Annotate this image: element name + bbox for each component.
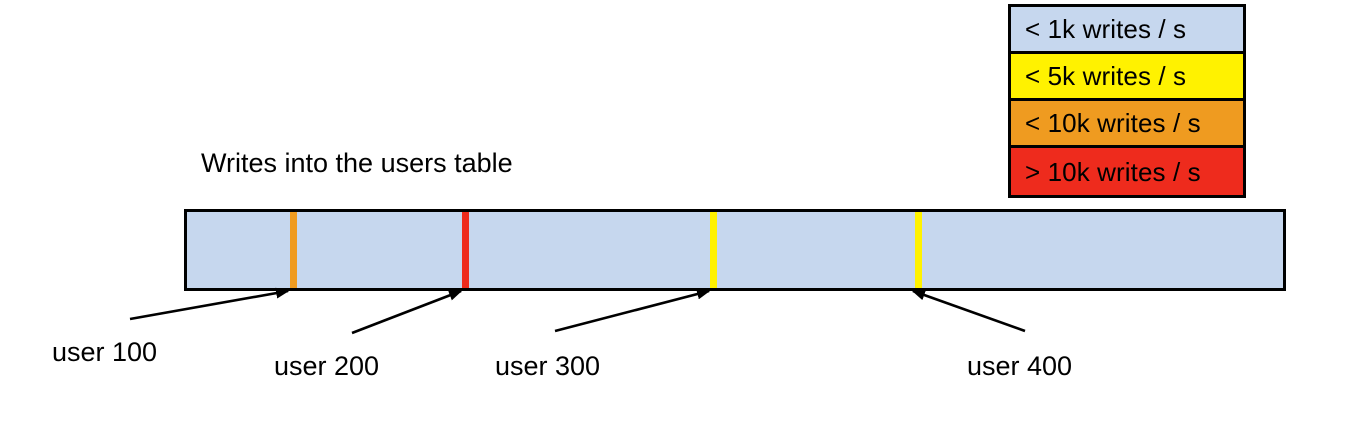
chart-title: Writes into the users table bbox=[201, 148, 513, 178]
legend: < 1k writes / s < 5k writes / s < 10k wr… bbox=[1008, 4, 1246, 198]
arrow-user-100 bbox=[129, 287, 290, 321]
arrow-user-200 bbox=[351, 289, 463, 335]
legend-label: < 1k writes / s bbox=[1025, 14, 1187, 44]
marker-user-400 bbox=[915, 212, 922, 288]
label-user-300: user 300 bbox=[495, 351, 601, 381]
arrow-user-400 bbox=[911, 289, 1026, 333]
legend-label: > 10k writes / s bbox=[1025, 156, 1201, 187]
legend-row-over-10k: > 10k writes / s bbox=[1011, 148, 1243, 195]
users-table-bar bbox=[184, 209, 1286, 291]
marker-user-100 bbox=[290, 212, 297, 288]
label-user-200: user 200 bbox=[274, 351, 380, 381]
legend-row-under-5k: < 5k writes / s bbox=[1011, 54, 1243, 101]
marker-user-200 bbox=[462, 212, 469, 288]
label-user-400: user 400 bbox=[967, 351, 1073, 381]
legend-label: < 10k writes / s bbox=[1025, 108, 1201, 138]
marker-user-300 bbox=[710, 212, 717, 288]
legend-label: < 5k writes / s bbox=[1025, 61, 1187, 91]
arrow-user-300 bbox=[554, 288, 711, 333]
legend-row-under-10k: < 10k writes / s bbox=[1011, 101, 1243, 148]
label-user-100: user 100 bbox=[52, 337, 158, 367]
legend-row-under-1k: < 1k writes / s bbox=[1011, 7, 1243, 54]
